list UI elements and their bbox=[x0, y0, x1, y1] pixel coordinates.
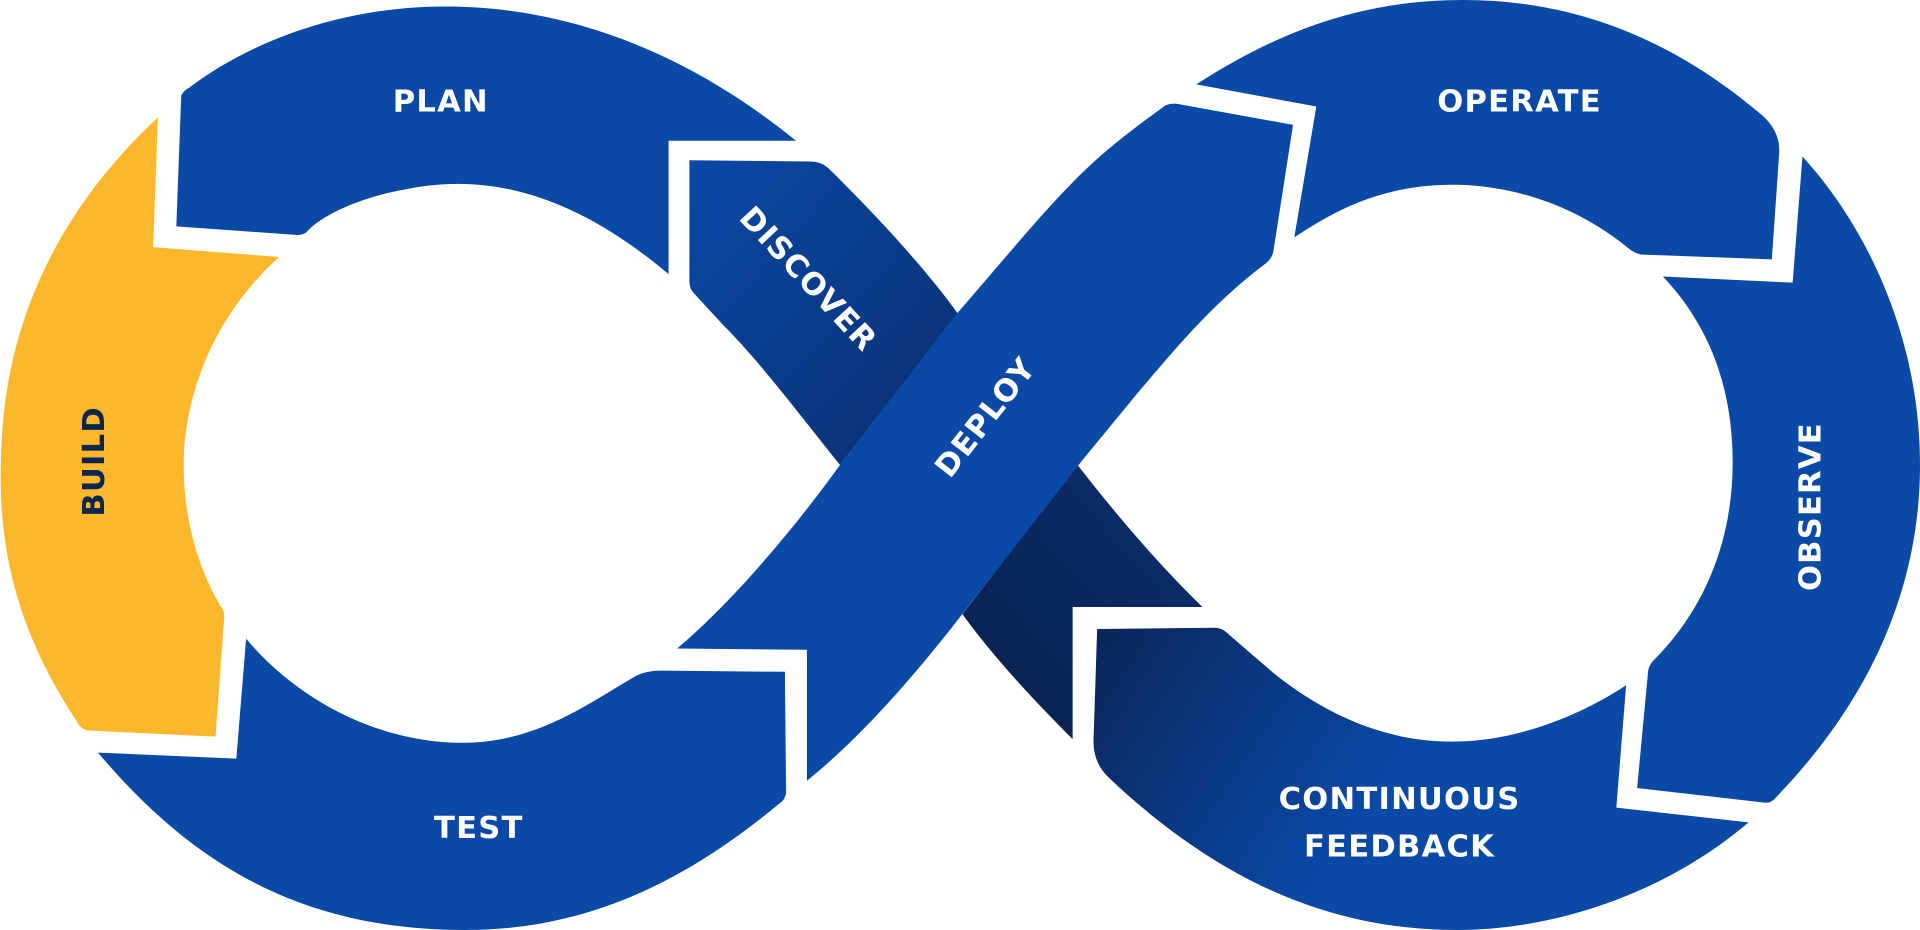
operate-label: OPERATE bbox=[1437, 84, 1602, 119]
feedback-label-line1: CONTINUOUS bbox=[1279, 782, 1521, 817]
discover-segment[interactable] bbox=[689, 160, 958, 466]
plan-segment[interactable] bbox=[176, 6, 796, 275]
observe-label: OBSERVE bbox=[1794, 422, 1829, 591]
test-segment[interactable] bbox=[97, 638, 787, 930]
test-label: TEST bbox=[434, 811, 524, 846]
feedback-segment[interactable] bbox=[1093, 627, 1749, 930]
under-band bbox=[962, 465, 1203, 740]
deploy-band[interactable] bbox=[677, 103, 1294, 781]
operate-segment[interactable] bbox=[1196, 0, 1780, 260]
feedback-label-line2: FEEDBACK bbox=[1304, 830, 1495, 865]
build-label: BUILD bbox=[77, 406, 112, 517]
plan-label: PLAN bbox=[393, 84, 489, 119]
build-segment[interactable] bbox=[0, 117, 280, 737]
observe-segment[interactable] bbox=[1637, 156, 1920, 803]
